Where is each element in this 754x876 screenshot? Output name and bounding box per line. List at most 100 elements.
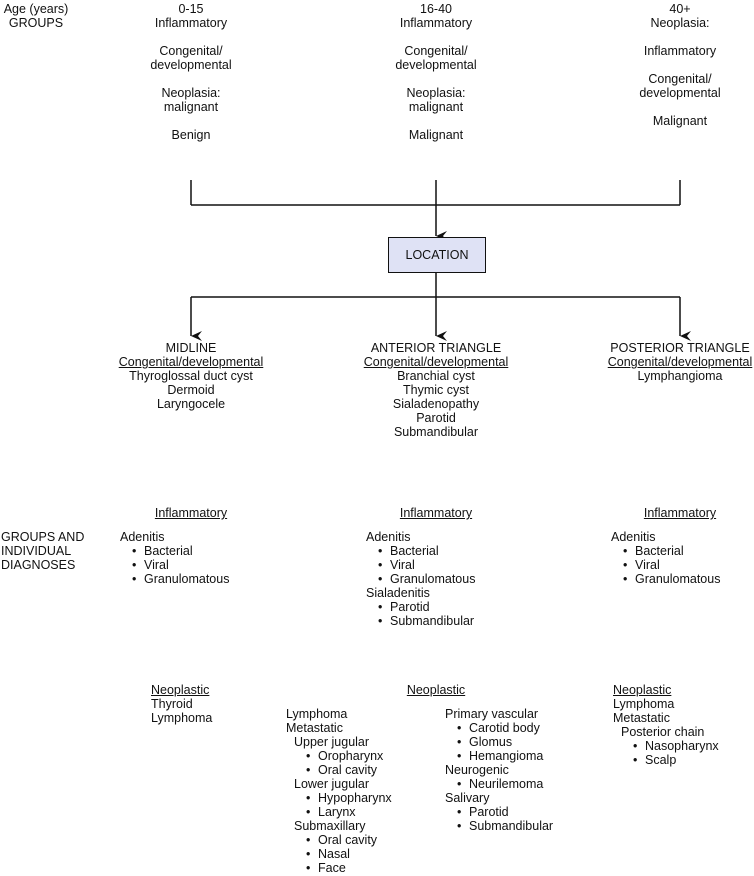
age-group-0-15: 0-15 Inflammatory Congenital/ developmen…	[150, 2, 231, 142]
midline-neoplastic-heading: Neoplastic	[151, 683, 210, 697]
anterior-congenital-item: Parotid	[416, 411, 456, 425]
anterior-congenital-heading: Congenital/developmental	[363, 355, 509, 369]
posterior-column: POSTERIOR TRIANGLE Congenital/developmen…	[608, 341, 753, 383]
age-item: Congenital/	[648, 72, 712, 86]
posterior-congenital-item: Lymphangioma	[637, 369, 723, 383]
groups-diagnoses-label: GROUPS AND INDIVIDUAL DIAGNOSES	[1, 530, 84, 572]
side-label-line: DIAGNOSES	[1, 558, 76, 572]
list-subheading: Lower jugular	[294, 777, 370, 791]
anterior-congenital-item: Thymic cyst	[403, 383, 469, 397]
location-box: LOCATION	[388, 237, 486, 273]
list-subheading: Submaxillary	[294, 819, 366, 833]
midline-inflammatory-heading: Inflammatory	[154, 506, 228, 520]
side-label-line: GROUPS AND	[1, 530, 85, 544]
age-header-label: Age (years) GROUPS	[4, 2, 69, 30]
age-item: developmental	[150, 58, 232, 72]
list-item: Carotid body	[445, 721, 553, 735]
list-item: Lymphoma	[613, 697, 675, 711]
midline-congenital-heading: Congenital/developmental	[118, 355, 264, 369]
list-item: Submandibular	[366, 614, 475, 628]
age-item: Inflammatory	[399, 16, 473, 30]
list-item: Thyroid	[151, 697, 193, 711]
age-value: 16-40	[420, 2, 452, 16]
list-item: Hypopharynx	[286, 791, 392, 805]
list-item: Metastatic	[286, 721, 343, 735]
midline-title: MIDLINE	[165, 341, 217, 355]
list-item: Granulomatous	[120, 572, 229, 586]
age-label: Age (years)	[3, 2, 69, 16]
age-item: Neoplasia:	[406, 86, 466, 100]
anterior-congenital-item: Branchial cyst	[397, 369, 475, 383]
midline-congenital-item: Dermoid	[167, 383, 215, 397]
inflammatory-lead: Adenitis	[611, 530, 656, 544]
list-item: Parotid	[445, 805, 553, 819]
age-item: Benign	[171, 128, 211, 142]
list-item: Parotid	[366, 600, 475, 614]
anterior-inflammatory-list: Adenitis Bacterial Viral Granulomatous S…	[366, 530, 475, 628]
anterior-title: ANTERIOR TRIANGLE	[370, 341, 502, 355]
list-item: Bacterial	[366, 544, 475, 558]
list-item: Bacterial	[611, 544, 720, 558]
age-item: malignant	[408, 100, 464, 114]
age-item: developmental	[639, 86, 721, 100]
age-group-40-plus: 40+ Neoplasia: Inflammatory Congenital/ …	[639, 2, 720, 128]
age-item: Neoplasia:	[161, 86, 221, 100]
midline-neoplastic-list: Neoplastic Thyroid Lymphoma	[151, 683, 212, 725]
posterior-inflammatory-list: Adenitis Bacterial Viral Granulomatous	[611, 530, 720, 586]
anterior-congenital-item: Submandibular	[393, 425, 479, 439]
inflammatory-lead: Sialadenitis	[366, 586, 430, 600]
list-item: Metastatic	[613, 711, 670, 725]
midline-inflammatory-list: Adenitis Bacterial Viral Granulomatous	[120, 530, 229, 586]
list-item: Viral	[611, 558, 720, 572]
anterior-neoplastic-right-list: Primary vascular Carotid body Glomus Hem…	[445, 707, 553, 833]
midline-congenital-item: Thyroglossal duct cyst	[129, 369, 253, 383]
list-subheading: Posterior chain	[621, 725, 705, 739]
list-item: Scalp	[613, 753, 719, 767]
posterior-title: POSTERIOR TRIANGLE	[610, 341, 750, 355]
anterior-congenital-item: Sialadenopathy	[392, 397, 480, 411]
list-subheading: Salivary	[445, 791, 490, 805]
age-item: Malignant	[652, 114, 708, 128]
list-subheading: Neurogenic	[445, 763, 509, 777]
list-item: Viral	[366, 558, 475, 572]
list-item: Face	[286, 861, 392, 875]
list-item: Nasopharynx	[613, 739, 719, 753]
age-item: Malignant	[408, 128, 464, 142]
list-item: Oral cavity	[286, 763, 392, 777]
list-item: Nasal	[286, 847, 392, 861]
age-item: developmental	[395, 58, 477, 72]
age-item: malignant	[163, 100, 219, 114]
posterior-congenital-heading: Congenital/developmental	[607, 355, 753, 369]
age-value: 40+	[669, 2, 691, 16]
posterior-inflammatory-heading: Inflammatory	[643, 506, 717, 520]
age-item: Inflammatory	[154, 16, 228, 30]
list-subheading: Primary vascular	[445, 707, 539, 721]
list-item: Viral	[120, 558, 229, 572]
list-item: Lymphoma	[151, 711, 213, 725]
age-item: Congenital/	[404, 44, 468, 58]
list-item: Larynx	[286, 805, 392, 819]
list-item: Glomus	[445, 735, 553, 749]
list-item: Hemangioma	[445, 749, 553, 763]
inflammatory-lead: Adenitis	[366, 530, 411, 544]
side-label-line: INDIVIDUAL	[1, 544, 72, 558]
list-item: Granulomatous	[366, 572, 475, 586]
age-item: Neoplasia:	[650, 16, 710, 30]
list-item: Oral cavity	[286, 833, 392, 847]
age-value: 0-15	[178, 2, 204, 16]
anterior-inflammatory-heading: Inflammatory	[399, 506, 473, 520]
list-item: Submandibular	[445, 819, 553, 833]
list-item: Neurilemoma	[445, 777, 553, 791]
anterior-neoplastic-left-list: Lymphoma Metastatic Upper jugular Oropha…	[286, 707, 392, 875]
posterior-neoplastic-list: Neoplastic Lymphoma Metastatic Posterior…	[613, 683, 719, 767]
list-item: Oropharynx	[286, 749, 392, 763]
posterior-neoplastic-heading: Neoplastic	[613, 683, 672, 697]
age-item: Congenital/	[159, 44, 223, 58]
location-label: LOCATION	[405, 248, 469, 262]
midline-column: MIDLINE Congenital/developmental Thyrogl…	[119, 341, 264, 411]
list-subheading: Upper jugular	[294, 735, 370, 749]
inflammatory-lead: Adenitis	[120, 530, 165, 544]
list-item: Granulomatous	[611, 572, 720, 586]
anterior-neoplastic-heading: Neoplastic	[406, 683, 466, 697]
